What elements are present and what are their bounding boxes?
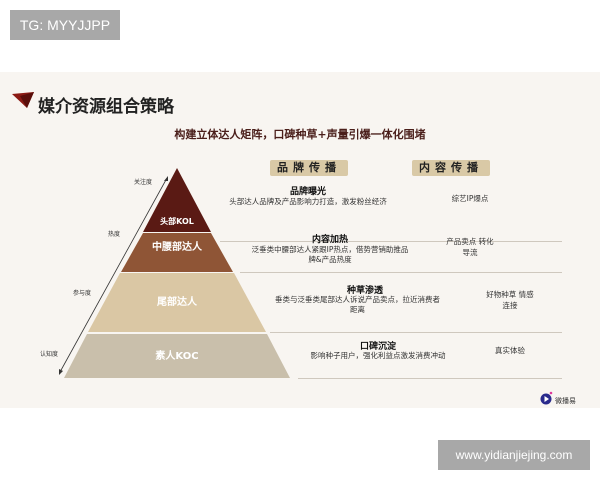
row-content: 产品卖点 转化导流 (446, 237, 494, 257)
layer-label: 头部KOL (160, 217, 194, 226)
divider (270, 332, 562, 333)
divider (298, 378, 562, 379)
title-triangle-icon (12, 92, 34, 108)
row-content: 好物种草 情感连接 (486, 290, 534, 310)
row-content: 综艺IP爆点 (451, 194, 489, 203)
header-content: 内容传播 (412, 160, 490, 176)
watermark-bottom: www.yidianjiejing.com (438, 440, 590, 470)
axis-label: 认知度 (40, 351, 59, 358)
row-title: 品牌曝光 (289, 187, 326, 197)
page-title: 媒介资源组合策略 (38, 97, 174, 117)
subtitle: 构建立体达人矩阵，口碑种草+声量引爆一体化围堵 (174, 128, 426, 141)
layer-koc (64, 334, 290, 378)
row-content: 真实体验 (495, 346, 525, 355)
axis-label: 热度 (108, 231, 121, 238)
divider (220, 241, 562, 242)
watermark-top: TG: MYYJJPP (10, 10, 120, 40)
header-brand: 品牌传播 (270, 160, 348, 176)
layer-label: 素人KOC (155, 351, 199, 362)
divider (240, 272, 562, 273)
layer-label: 中腰部达人 (152, 242, 202, 253)
row-desc: 垂类与泛垂类尾部达人诉说产品卖点，拉近消费者距离 (275, 295, 440, 314)
row-desc: 头部达人品牌及产品影响力打造，激发粉丝经济 (229, 197, 387, 206)
logo-text: 微播易 (555, 397, 576, 405)
row-title: 口碑沉淀 (359, 342, 396, 352)
layer-mid (121, 233, 233, 272)
layer-tail (88, 273, 266, 332)
layer-kol (143, 168, 211, 232)
axis-label: 参与度 (73, 290, 92, 297)
row-desc: 泛垂类中腰部达人紧跟IP热点，借势营销助推品牌&产品热度 (251, 245, 409, 264)
axis-label: 关注度 (134, 179, 153, 186)
row-desc: 影响种子用户，强化利益点激发消费冲动 (310, 351, 446, 360)
logo-icon (540, 391, 553, 405)
row-title: 种草渗透 (346, 286, 383, 296)
row-title: 内容加热 (311, 235, 348, 245)
axis-arrow (59, 177, 168, 373)
layer-label: 尾部达人 (157, 297, 197, 308)
